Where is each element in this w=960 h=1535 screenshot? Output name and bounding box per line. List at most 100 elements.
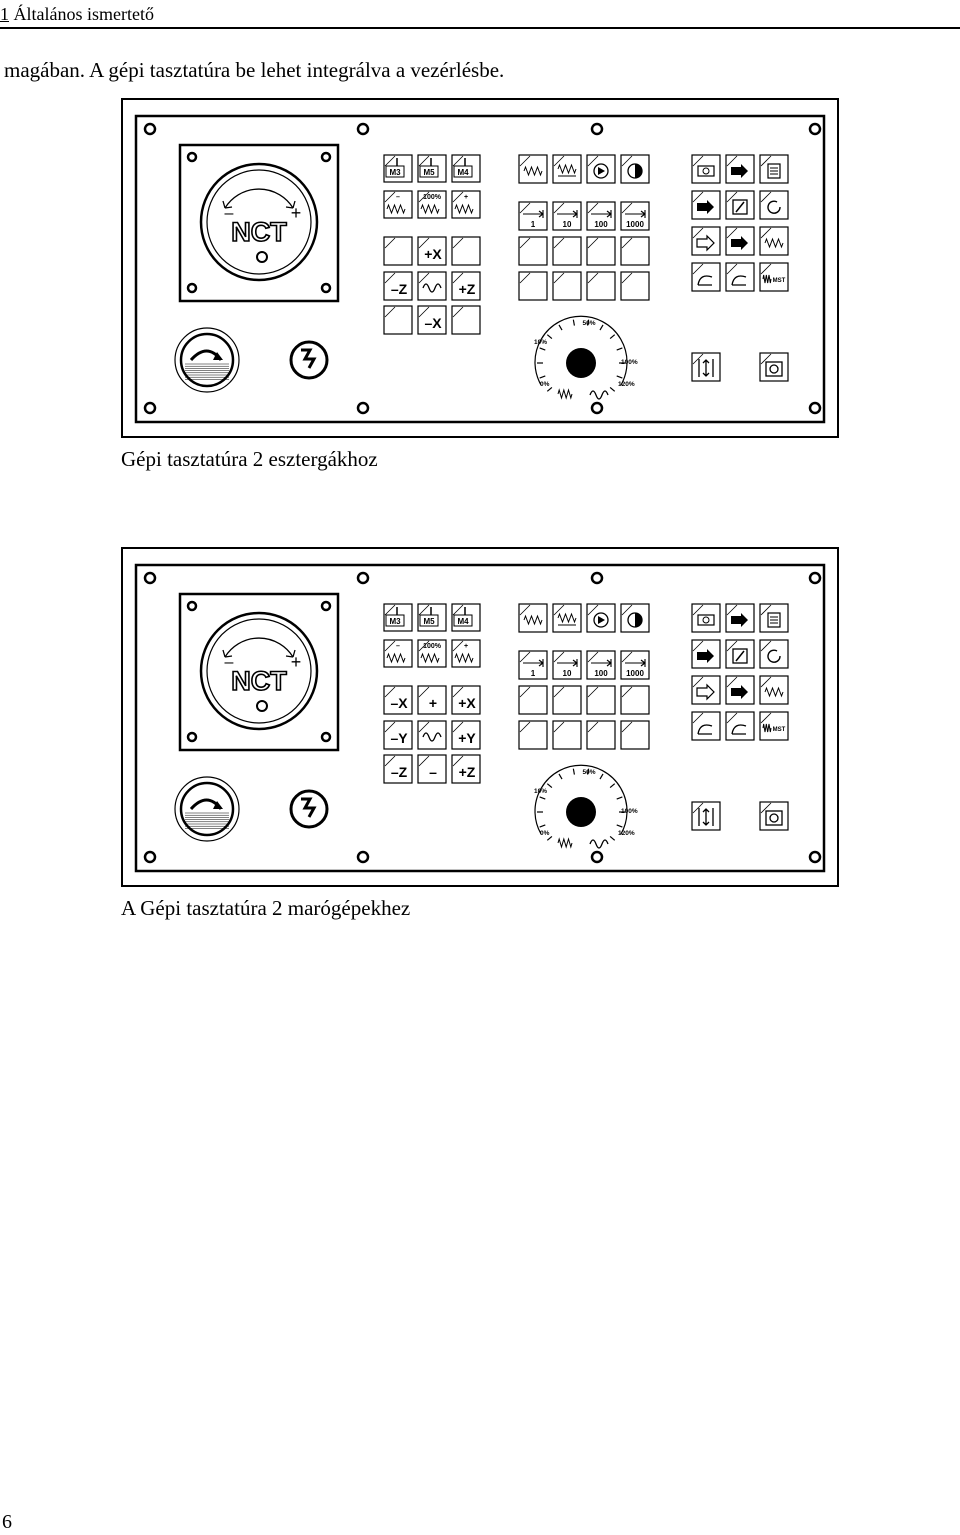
jog-key-plus-y[interactable]: +Y bbox=[451, 720, 481, 750]
emergency-stop-button[interactable] bbox=[179, 781, 235, 837]
function-key-curve[interactable] bbox=[725, 711, 755, 741]
function-key-doc[interactable] bbox=[759, 154, 789, 184]
function-key-curve[interactable] bbox=[725, 262, 755, 292]
reference-point-key[interactable] bbox=[691, 801, 721, 831]
jog-key-blank-4[interactable] bbox=[417, 271, 447, 301]
step-key-1[interactable]: 1 bbox=[518, 201, 548, 231]
spindle-key-m5[interactable]: M5 bbox=[417, 154, 447, 183]
jog-key-blank-4[interactable] bbox=[417, 720, 447, 750]
jog-key-plus[interactable]: + bbox=[417, 685, 447, 715]
coolant-key[interactable] bbox=[759, 801, 789, 831]
blank-key[interactable] bbox=[620, 271, 650, 301]
step-key-1[interactable]: 1 bbox=[518, 650, 548, 680]
function-key-zig[interactable] bbox=[759, 226, 789, 256]
blank-key[interactable] bbox=[586, 236, 616, 266]
blank-key[interactable] bbox=[552, 271, 582, 301]
jog-key-plus-x[interactable]: +X bbox=[417, 236, 447, 266]
feed-override-knob[interactable] bbox=[566, 348, 596, 378]
blank-key[interactable] bbox=[620, 236, 650, 266]
function-key-mst[interactable]: MST bbox=[759, 711, 789, 741]
function-key-arrow[interactable] bbox=[725, 675, 755, 705]
jog-key-blank-0[interactable] bbox=[383, 236, 413, 266]
blank-key[interactable] bbox=[518, 720, 548, 750]
mode-key-3[interactable] bbox=[586, 154, 616, 184]
spindle-override-plus-key[interactable]: + bbox=[451, 639, 481, 668]
jog-key-minus-z[interactable]: –Z bbox=[383, 271, 413, 301]
step-key-10[interactable]: 10 bbox=[552, 650, 582, 680]
step-key-100[interactable]: 100 bbox=[586, 650, 616, 680]
mode-key-1[interactable] bbox=[518, 603, 548, 633]
function-key-curve[interactable] bbox=[691, 262, 721, 292]
scale-tick bbox=[546, 783, 553, 789]
jog-key-minus-x[interactable]: –X bbox=[383, 685, 413, 715]
spindle-key-m4[interactable]: M4 bbox=[451, 603, 481, 632]
coolant-key[interactable] bbox=[759, 352, 789, 382]
spindle-override-plus-key[interactable]: + bbox=[451, 190, 481, 219]
function-key-arrow[interactable] bbox=[725, 154, 755, 184]
spindle-key-m5[interactable]: M5 bbox=[417, 603, 447, 632]
jog-key-plus-z[interactable]: +Z bbox=[451, 271, 481, 301]
blank-key[interactable] bbox=[620, 720, 650, 750]
jog-key-minus-y[interactable]: –Y bbox=[383, 720, 413, 750]
spindle-key-m3[interactable]: M3 bbox=[383, 603, 413, 632]
function-key-doc[interactable] bbox=[759, 603, 789, 633]
function-key-arrow[interactable] bbox=[725, 603, 755, 633]
function-key-mst[interactable]: MST bbox=[759, 262, 789, 292]
function-key-arrow[interactable] bbox=[691, 190, 721, 220]
spindle-override-value-key[interactable]: 100% bbox=[417, 639, 447, 668]
spindle-override-value-key[interactable]: 100% bbox=[417, 190, 447, 219]
handwheel-outer-ring[interactable] bbox=[199, 162, 319, 282]
function-key-arrow[interactable] bbox=[691, 639, 721, 669]
function-key-tool[interactable] bbox=[691, 603, 721, 633]
jog-key-blank-6[interactable] bbox=[383, 305, 413, 335]
function-key-arrow-open[interactable] bbox=[691, 675, 721, 705]
mode-key-1[interactable] bbox=[518, 154, 548, 184]
handwheel-outer-ring[interactable] bbox=[199, 611, 319, 731]
function-key-slash[interactable] bbox=[725, 190, 755, 220]
function-key-slash[interactable] bbox=[725, 639, 755, 669]
function-key-loop[interactable] bbox=[759, 639, 789, 669]
spindle-override-minus-key[interactable]: – bbox=[383, 190, 413, 219]
step-key-1000[interactable]: 1000 bbox=[620, 201, 650, 231]
function-key-curve[interactable] bbox=[691, 711, 721, 741]
jog-key-minus[interactable]: – bbox=[417, 754, 447, 784]
blank-key[interactable] bbox=[552, 720, 582, 750]
step-key-100[interactable]: 100 bbox=[586, 201, 616, 231]
spindle-override-minus-key[interactable]: – bbox=[383, 639, 413, 668]
mounting-hole bbox=[186, 282, 198, 294]
block-skip-icon bbox=[732, 199, 748, 215]
mode-key-4[interactable] bbox=[620, 603, 650, 633]
jog-key-minus-z[interactable]: –Z bbox=[383, 754, 413, 784]
blank-key[interactable] bbox=[586, 720, 616, 750]
blank-key[interactable] bbox=[552, 685, 582, 715]
reference-point-key[interactable] bbox=[691, 352, 721, 382]
blank-key[interactable] bbox=[552, 236, 582, 266]
mode-key-3[interactable] bbox=[586, 603, 616, 633]
jog-key-plus-x[interactable]: +X bbox=[451, 685, 481, 715]
mode-key-4[interactable] bbox=[620, 154, 650, 184]
emergency-stop-button[interactable] bbox=[179, 332, 235, 388]
spindle-key-m3[interactable]: M3 bbox=[383, 154, 413, 183]
blank-key[interactable] bbox=[518, 236, 548, 266]
blank-key[interactable] bbox=[518, 685, 548, 715]
jog-key-minus-x[interactable]: –X bbox=[417, 305, 447, 335]
blank-key[interactable] bbox=[586, 271, 616, 301]
step-key-1000[interactable]: 1000 bbox=[620, 650, 650, 680]
mode-key-2[interactable] bbox=[552, 154, 582, 184]
function-key-zig[interactable] bbox=[759, 675, 789, 705]
mode-key-2[interactable] bbox=[552, 603, 582, 633]
spindle-key-m4[interactable]: M4 bbox=[451, 154, 481, 183]
function-key-arrow[interactable] bbox=[725, 226, 755, 256]
function-key-arrow-open[interactable] bbox=[691, 226, 721, 256]
blank-key[interactable] bbox=[620, 685, 650, 715]
step-key-10[interactable]: 10 bbox=[552, 201, 582, 231]
jog-key-blank-8[interactable] bbox=[451, 305, 481, 335]
function-key-loop[interactable] bbox=[759, 190, 789, 220]
jog-key-blank-2[interactable] bbox=[451, 236, 481, 266]
jog-key-plus-z[interactable]: +Z bbox=[451, 754, 481, 784]
scale-tick bbox=[599, 324, 604, 331]
blank-key[interactable] bbox=[518, 271, 548, 301]
feed-override-knob[interactable] bbox=[566, 797, 596, 827]
function-key-tool[interactable] bbox=[691, 154, 721, 184]
blank-key[interactable] bbox=[586, 685, 616, 715]
